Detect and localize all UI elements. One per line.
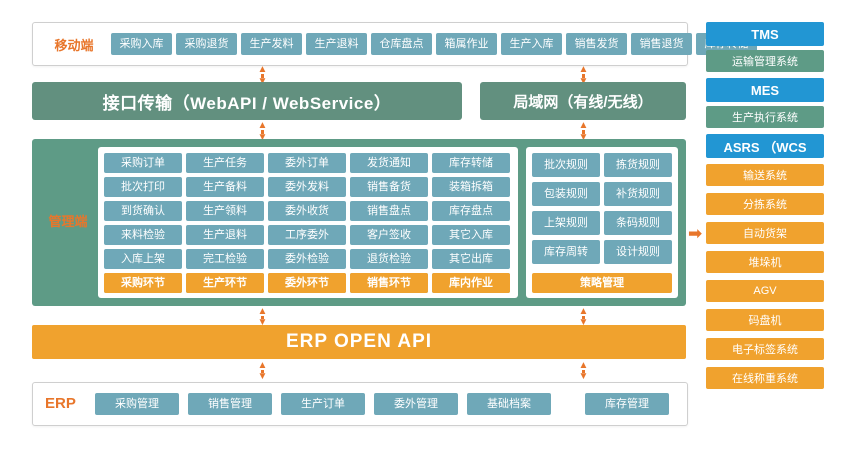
mobile-items: 采购入库 采购退货 生产发料 生产退料 仓库盘点 箱属作业 生产入库 销售发货 …	[111, 33, 757, 55]
mobile-item[interactable]: 销售退货	[631, 33, 692, 55]
rule-cell[interactable]: 条码规则	[604, 211, 672, 235]
module-cell[interactable]: 库存盘点	[432, 201, 510, 221]
rule-cell[interactable]: 上架规则	[532, 211, 600, 235]
module-cell[interactable]: 销售盘点	[350, 201, 428, 221]
management-modules-box: 采购订单 生产任务 委外订单 发货通知 库存转储 批次打印 生产备料 委外发料 …	[98, 147, 518, 298]
arrow-mgmt-to-openapi-icon: ▲▼	[257, 306, 268, 328]
module-cell[interactable]: 生产备料	[186, 177, 264, 197]
module-cell[interactable]: 完工检验	[186, 249, 264, 269]
mobile-panel: 移动端 采购入库 采购退货 生产发料 生产退料 仓库盘点 箱属作业 生产入库 销…	[32, 22, 757, 66]
arrow-mobile-to-lan-icon: ▲▼	[578, 65, 589, 87]
module-cell[interactable]: 装箱拆箱	[432, 177, 510, 197]
asrs-item[interactable]: 电子标签系统	[706, 338, 824, 360]
mobile-label: 移动端	[54, 37, 94, 53]
erp-item[interactable]: 委外管理	[374, 393, 458, 415]
management-footer-row: 采购环节 生产环节 委外环节 销售环节 库内作业	[104, 273, 510, 293]
arrow-rules-to-openapi-icon: ▲▼	[578, 306, 589, 328]
mobile-item[interactable]: 采购退货	[176, 33, 237, 55]
mobile-item[interactable]: 生产退料	[306, 33, 367, 55]
asrs-item[interactable]: 输送系统	[706, 164, 824, 186]
module-cell[interactable]: 生产任务	[186, 153, 264, 173]
rules-box: 批次规则 拣货规则 包装规则 补货规则 上架规则 条码规则 库存周转 设计规则 …	[526, 147, 678, 298]
asrs-item[interactable]: AGV	[706, 280, 824, 302]
module-cell[interactable]: 退货检验	[350, 249, 428, 269]
module-cell[interactable]: 批次打印	[104, 177, 182, 197]
erp-inventory-wrap: 库存管理	[585, 393, 669, 415]
module-cell[interactable]: 生产退料	[186, 225, 264, 245]
module-cell[interactable]: 工序委外	[268, 225, 346, 245]
footer-cell[interactable]: 采购环节	[104, 273, 182, 293]
strategy-management-cell[interactable]: 策略管理	[532, 273, 672, 293]
asrs-item[interactable]: 分拣系统	[706, 193, 824, 215]
arrow-mgmt-to-asrs-icon: ➡	[688, 224, 703, 243]
erp-item[interactable]: 生产订单	[281, 393, 365, 415]
module-cell[interactable]: 入库上架	[104, 249, 182, 269]
module-cell[interactable]: 库存转储	[432, 153, 510, 173]
rules-footer: 策略管理	[532, 273, 672, 293]
interface-transport-box: 接口传输（WebAPI / WebService）	[32, 82, 462, 120]
erp-item[interactable]: 采购管理	[95, 393, 179, 415]
arrow-api-to-mgmt-icon: ▲▼	[257, 120, 268, 143]
footer-cell[interactable]: 生产环节	[186, 273, 264, 293]
mobile-item[interactable]: 生产入库	[501, 33, 562, 55]
module-cell[interactable]: 委外收货	[268, 201, 346, 221]
erp-open-api-bar: ERP OPEN API	[32, 325, 686, 359]
tms-header: TMS	[706, 22, 824, 46]
module-cell[interactable]: 到货确认	[104, 201, 182, 221]
management-label: 管理端	[48, 213, 88, 229]
erp-label: ERP	[45, 395, 76, 412]
mobile-item[interactable]: 销售发货	[566, 33, 627, 55]
rule-cell[interactable]: 设计规则	[604, 240, 672, 264]
asrs-item[interactable]: 自动货架	[706, 222, 824, 244]
module-cell[interactable]: 采购订单	[104, 153, 182, 173]
rule-cell[interactable]: 包装规则	[532, 182, 600, 206]
management-panel: 管理端 采购订单 生产任务 委外订单 发货通知 库存转储 批次打印 生产备料 委…	[32, 139, 686, 306]
erp-inventory-item[interactable]: 库存管理	[585, 393, 669, 415]
module-cell[interactable]: 来料检验	[104, 225, 182, 245]
rules-grid: 批次规则 拣货规则 包装规则 补货规则 上架规则 条码规则 库存周转 设计规则	[532, 153, 672, 264]
erp-item[interactable]: 销售管理	[188, 393, 272, 415]
erp-items: 采购管理 销售管理 生产订单 委外管理 基础档案	[95, 393, 551, 415]
module-cell[interactable]: 生产领料	[186, 201, 264, 221]
arrow-mobile-to-api-icon: ▲▼	[257, 65, 268, 87]
asrs-header: ASRS （WCS	[706, 134, 824, 158]
rule-cell[interactable]: 批次规则	[532, 153, 600, 177]
module-cell[interactable]: 委外检验	[268, 249, 346, 269]
mobile-item[interactable]: 仓库盘点	[371, 33, 432, 55]
module-cell[interactable]: 客户签收	[350, 225, 428, 245]
erp-item[interactable]: 基础档案	[467, 393, 551, 415]
mes-header: MES	[706, 78, 824, 102]
module-cell[interactable]: 销售备货	[350, 177, 428, 197]
module-cell[interactable]: 委外发料	[268, 177, 346, 197]
footer-cell[interactable]: 销售环节	[350, 273, 428, 293]
mes-subsystem[interactable]: 生产执行系统	[706, 106, 824, 128]
module-cell[interactable]: 其它入库	[432, 225, 510, 245]
tms-subsystem[interactable]: 运输管理系统	[706, 50, 824, 72]
footer-cell[interactable]: 委外环节	[268, 273, 346, 293]
arrow-lan-to-rules-icon: ▲▼	[578, 120, 589, 143]
management-module-grid: 采购订单 生产任务 委外订单 发货通知 库存转储 批次打印 生产备料 委外发料 …	[104, 153, 510, 293]
arrow-openapi-to-inventory-icon: ▲▼	[578, 360, 589, 382]
module-cell[interactable]: 发货通知	[350, 153, 428, 173]
asrs-item[interactable]: 码盘机	[706, 309, 824, 331]
mobile-item[interactable]: 采购入库	[111, 33, 172, 55]
erp-panel: ERP 采购管理 销售管理 生产订单 委外管理 基础档案 库存管理	[32, 382, 688, 426]
asrs-item[interactable]: 在线称重系统	[706, 367, 824, 389]
rule-cell[interactable]: 拣货规则	[604, 153, 672, 177]
lan-box: 局域网（有线/无线）	[480, 82, 686, 120]
rule-cell[interactable]: 库存周转	[532, 240, 600, 264]
mobile-item[interactable]: 生产发料	[241, 33, 302, 55]
right-column: TMS 运输管理系统 MES 生产执行系统 ASRS （WCS 输送系统 分拣系…	[706, 22, 826, 396]
module-cell[interactable]: 其它出库	[432, 249, 510, 269]
rule-cell[interactable]: 补货规则	[604, 182, 672, 206]
module-cell[interactable]: 委外订单	[268, 153, 346, 173]
arrow-openapi-to-erp-icon: ▲▼	[257, 360, 268, 382]
asrs-item[interactable]: 堆垛机	[706, 251, 824, 273]
mobile-item[interactable]: 箱属作业	[436, 33, 497, 55]
footer-cell[interactable]: 库内作业	[432, 273, 510, 293]
